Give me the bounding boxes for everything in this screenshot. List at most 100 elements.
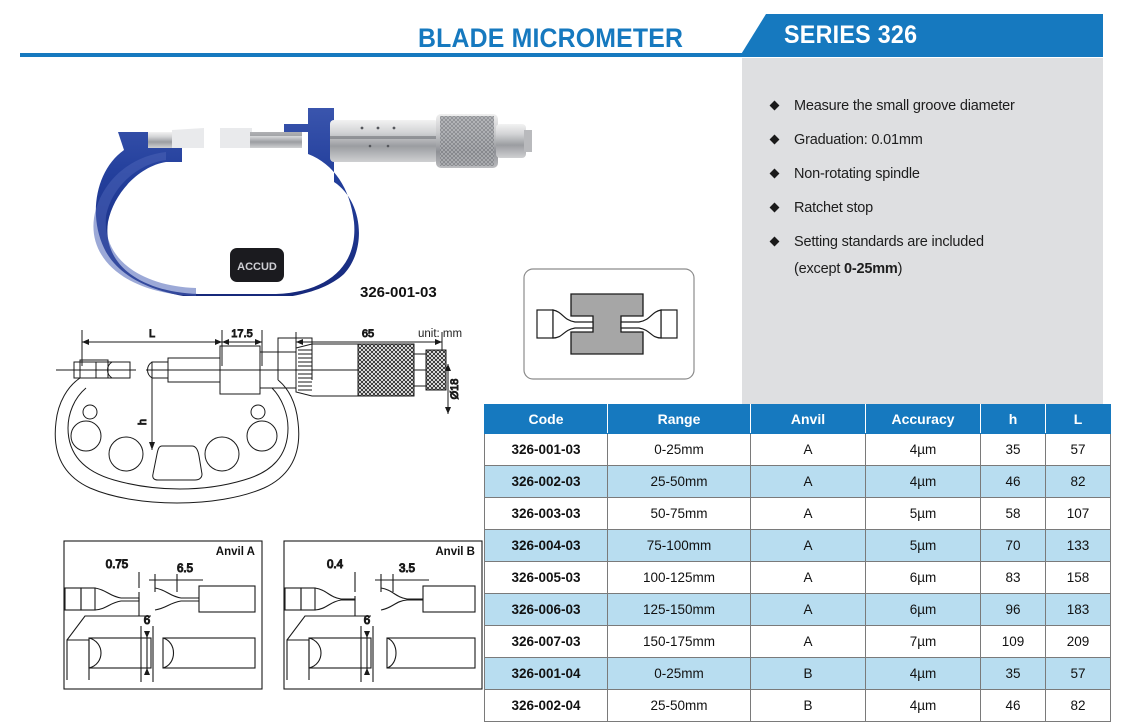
cell-l: 82 <box>1045 689 1111 722</box>
dim-65-label: 65 <box>362 328 374 340</box>
cell-l: 133 <box>1045 529 1111 562</box>
cell-range: 125-150mm <box>607 593 751 626</box>
cell-accuracy: 5µm <box>865 497 981 530</box>
cell-h: 83 <box>980 561 1046 594</box>
table-row: 326-004-03 75-100mm A 5µm 70 133 <box>484 529 1111 562</box>
col-header-h: h <box>980 404 1046 434</box>
col-header-accuracy: Accuracy <box>865 404 981 434</box>
cell-l: 158 <box>1045 561 1111 594</box>
dim-L-label: L <box>149 328 155 340</box>
cell-l: 57 <box>1045 657 1111 690</box>
cell-code: 326-001-03 <box>484 433 608 466</box>
anvil-a-detail: 0.75 6.5 <box>63 540 263 690</box>
feature-item: Non-rotating spindle <box>768 166 1098 183</box>
cell-accuracy: 7µm <box>865 625 981 658</box>
col-header-anvil: Anvil <box>750 404 866 434</box>
table-row: 326-003-03 50-75mm A 5µm 58 107 <box>484 497 1111 530</box>
cell-anvil: B <box>750 657 866 690</box>
series-banner: SERIES 326 <box>740 14 1103 56</box>
table-row: 326-005-03 100-125mm A 6µm 83 158 <box>484 561 1111 594</box>
cell-l: 107 <box>1045 497 1111 530</box>
cell-l: 183 <box>1045 593 1111 626</box>
anvil-b-detail: 0.4 3.5 <box>283 540 483 690</box>
technical-drawing: L 17.5 65 Ø18 <box>50 318 500 538</box>
table-row: 326-006-03 125-150mm A 6µm 96 183 <box>484 593 1111 626</box>
feature-text: Ratchet stop <box>794 200 874 216</box>
cell-h: 109 <box>980 625 1046 658</box>
anvil-b-dim-6: 6 <box>364 615 370 627</box>
cell-l: 82 <box>1045 465 1111 498</box>
specification-table: Code Range Anvil Accuracy h L 326-001-03… <box>484 404 1111 722</box>
cell-anvil: A <box>750 433 866 466</box>
cell-code: 326-002-03 <box>484 465 608 498</box>
product-code-caption: 326-001-03 <box>360 284 437 301</box>
feature-text: Graduation: 0.01mm <box>794 132 923 148</box>
brand-plate-text: ACCUD <box>237 261 277 273</box>
table-row: 326-001-04 0-25mm B 4µm 35 57 <box>484 657 1111 690</box>
table-row: 326-007-03 150-175mm A 7µm 109 209 <box>484 625 1111 658</box>
cell-h: 35 <box>980 657 1046 690</box>
table-row: 326-002-03 25-50mm A 4µm 46 82 <box>484 465 1111 498</box>
feature-item: Graduation: 0.01mm <box>768 132 1098 149</box>
cell-l: 209 <box>1045 625 1111 658</box>
cell-code: 326-004-03 <box>484 529 608 562</box>
sub-note-prefix: (except <box>794 261 844 277</box>
application-diagram <box>523 268 695 380</box>
cell-accuracy: 4µm <box>865 689 981 722</box>
anvil-a-dim-075: 0.75 <box>106 559 128 571</box>
diamond-bullet-icon <box>769 134 780 145</box>
cell-range: 0-25mm <box>607 657 751 690</box>
cell-l: 57 <box>1045 433 1111 466</box>
cell-accuracy: 5µm <box>865 529 981 562</box>
features-panel-background <box>742 58 1103 405</box>
sub-note-bold: 0-25mm <box>843 261 898 277</box>
series-label: SERIES 326 <box>784 21 918 49</box>
cell-code: 326-007-03 <box>484 625 608 658</box>
cell-range: 25-50mm <box>607 465 751 498</box>
cell-anvil: A <box>750 529 866 562</box>
cell-range: 75-100mm <box>607 529 751 562</box>
cell-anvil: A <box>750 465 866 498</box>
anvil-a-graphic: 0.75 6.5 <box>63 540 263 690</box>
cell-code: 326-005-03 <box>484 561 608 594</box>
diamond-bullet-icon <box>769 168 780 179</box>
anvil-a-dim-65: 6.5 <box>177 563 193 575</box>
col-header-range: Range <box>607 404 751 434</box>
cell-code: 326-006-03 <box>484 593 608 626</box>
anvil-b-dim-35: 3.5 <box>399 563 415 575</box>
cell-code: 326-003-03 <box>484 497 608 530</box>
cell-anvil: A <box>750 561 866 594</box>
cell-h: 70 <box>980 529 1046 562</box>
cell-range: 50-75mm <box>607 497 751 530</box>
anvil-a-title: Anvil A <box>215 546 255 558</box>
cell-anvil: A <box>750 625 866 658</box>
page-title: BLADE MICROMETER <box>418 23 684 53</box>
table-header-row: Code Range Anvil Accuracy h L <box>484 404 1111 434</box>
cell-range: 100-125mm <box>607 561 751 594</box>
dim-h-label: h <box>137 419 149 425</box>
feature-text: Non-rotating spindle <box>794 166 920 182</box>
diamond-bullet-icon <box>769 202 780 213</box>
dim-17-5-label: 17.5 <box>231 328 252 340</box>
cell-h: 46 <box>980 689 1046 722</box>
features-list: Measure the small groove diameter Gradua… <box>768 98 1098 277</box>
cell-code: 326-001-04 <box>484 657 608 690</box>
col-header-code: Code <box>484 404 608 434</box>
feature-item: Measure the small groove diameter <box>768 98 1098 115</box>
cell-accuracy: 4µm <box>865 465 981 498</box>
application-diagram-graphic <box>523 268 695 380</box>
cell-h: 46 <box>980 465 1046 498</box>
sub-note-suffix: ) <box>897 261 903 277</box>
anvil-b-title: Anvil B <box>435 546 475 558</box>
cell-range: 0-25mm <box>607 433 751 466</box>
product-photo: ACCUD <box>62 96 532 296</box>
dim-dia18-label: Ø18 <box>449 379 461 400</box>
product-photo-graphic: ACCUD <box>93 108 532 296</box>
cell-anvil: A <box>750 497 866 530</box>
cell-range: 25-50mm <box>607 689 751 722</box>
unit-label: unit: mm <box>418 328 463 340</box>
table-row: 326-002-04 25-50mm B 4µm 46 82 <box>484 689 1111 722</box>
diamond-bullet-icon <box>769 100 780 111</box>
technical-drawing-graphic: L 17.5 65 Ø18 <box>54 328 462 504</box>
cell-anvil: B <box>750 689 866 722</box>
